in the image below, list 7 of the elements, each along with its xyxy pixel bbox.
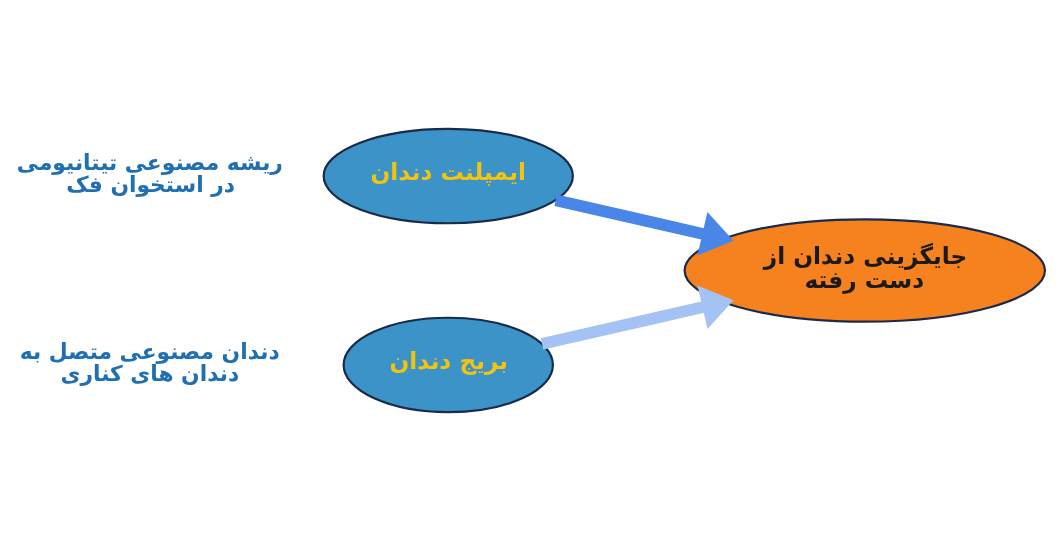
arrow [540, 284, 734, 350]
node-label: ریشه مصنوعی تیتانیومی در استخوان فک [16, 149, 283, 197]
node-label: دندان مصنوعی متصل به دندان های کناری [19, 338, 280, 386]
node-ellipse: بریج دندان [342, 316, 554, 413]
node-ellipse: ایمپلنت دندان [322, 127, 574, 224]
node-ellipse: جایگزینی دندان از دست رفته [683, 217, 1047, 323]
arrow [554, 194, 734, 256]
